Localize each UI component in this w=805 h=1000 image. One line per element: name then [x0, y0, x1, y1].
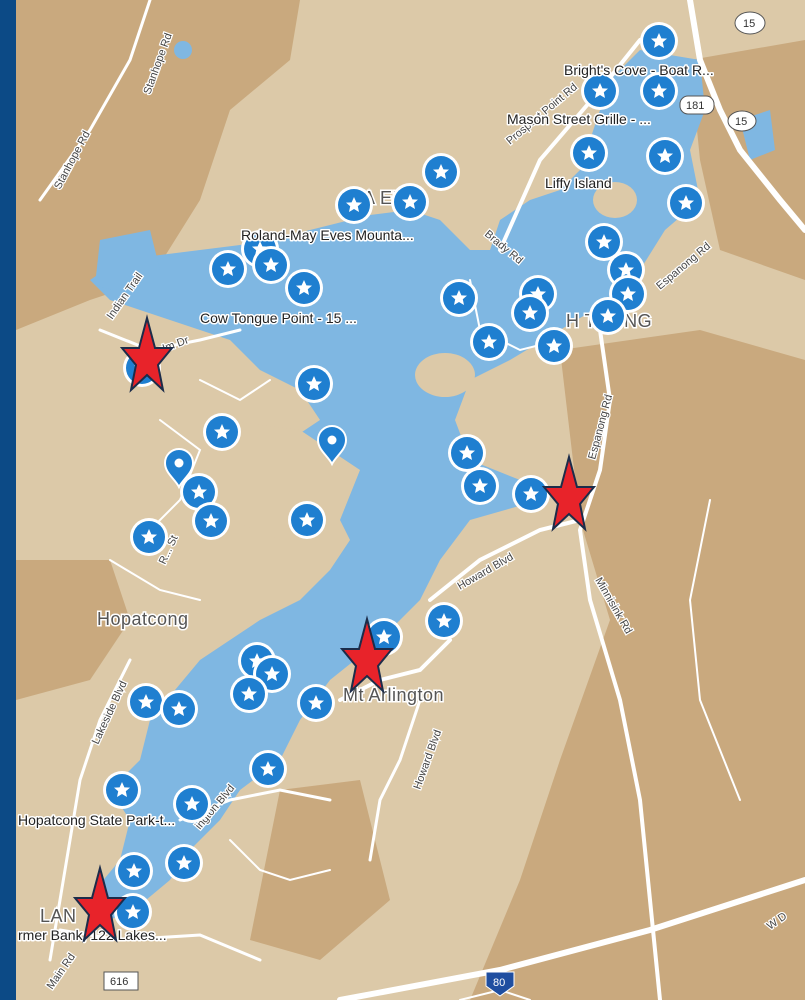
town-label-hopatcong: Hopatcong — [97, 609, 189, 629]
star-marker[interactable] — [203, 413, 241, 451]
star-marker[interactable] — [285, 269, 323, 307]
svg-text:15: 15 — [735, 116, 747, 128]
road — [139, 419, 202, 541]
route-shield-181: 181 — [679, 95, 715, 115]
star-marker[interactable] — [249, 750, 287, 788]
star-marker[interactable] — [570, 134, 608, 172]
star-marker[interactable] — [425, 602, 463, 640]
road — [688, 499, 741, 801]
forest-area — [16, 0, 300, 330]
road — [337, 877, 805, 1000]
star-marker[interactable] — [115, 852, 153, 890]
star-marker[interactable] — [165, 844, 203, 882]
interstate-shield-80: 80 — [485, 971, 515, 997]
road — [577, 328, 662, 1000]
star-marker[interactable] — [640, 22, 678, 60]
star-marker[interactable] — [470, 323, 508, 361]
small-lake — [95, 230, 160, 295]
route-shield-15: 15 — [727, 110, 757, 132]
star-marker[interactable] — [535, 327, 573, 365]
star-marker[interactable] — [173, 785, 211, 823]
island — [415, 353, 475, 397]
town-label-landing: LAN — [40, 906, 77, 926]
star-marker[interactable] — [461, 467, 499, 505]
star-marker[interactable] — [130, 518, 168, 556]
place-label: Bright's Cove - Boat R... — [564, 62, 714, 78]
town-label-mt-arlington: Mt Arlington — [343, 685, 444, 705]
star-marker[interactable] — [440, 279, 478, 317]
star-marker[interactable] — [297, 684, 335, 722]
star-marker[interactable] — [667, 184, 705, 222]
place-label: Hopatcong State Park-t... — [18, 812, 175, 828]
route-shield-616: 616 — [103, 971, 139, 991]
forest-area — [470, 330, 805, 1000]
star-marker[interactable] — [391, 183, 429, 221]
star-marker[interactable] — [335, 186, 373, 224]
road — [98, 328, 242, 352]
road — [428, 518, 582, 602]
star-marker[interactable] — [103, 771, 141, 809]
forest-area — [250, 780, 390, 960]
svg-text:80: 80 — [493, 977, 505, 989]
road — [229, 839, 331, 882]
place-label: rmer Bank, 122 Lakes... — [18, 927, 167, 943]
road — [199, 379, 271, 402]
road — [338, 638, 452, 702]
forest-area — [16, 560, 130, 700]
star-marker[interactable] — [288, 501, 326, 539]
star-marker[interactable] — [192, 502, 230, 540]
star-marker[interactable] — [252, 246, 290, 284]
star-marker[interactable] — [160, 690, 198, 728]
svg-text:181: 181 — [686, 100, 704, 112]
place-label: Mason Street Grille - ... — [507, 111, 651, 127]
star-marker[interactable] — [589, 297, 627, 335]
route-shield-15: 15 — [734, 11, 766, 35]
star-marker[interactable] — [422, 153, 460, 191]
svg-text:616: 616 — [110, 976, 128, 988]
svg-text:15: 15 — [743, 18, 755, 30]
map-view[interactable]: Hopatcong Mt Arlington LAN H TCONG E A E… — [16, 0, 805, 1000]
star-marker[interactable] — [512, 475, 550, 513]
star-marker[interactable] — [295, 365, 333, 403]
place-label: Liffy Island — [545, 175, 612, 191]
road — [368, 698, 422, 862]
place-label: Roland-May Eves Mounta... — [241, 227, 414, 243]
road — [48, 658, 132, 962]
star-marker[interactable] — [127, 683, 165, 721]
star-marker[interactable] — [209, 250, 247, 288]
star-marker[interactable] — [230, 675, 268, 713]
small-pond — [174, 41, 192, 59]
road — [498, 38, 642, 252]
road — [687, 0, 805, 233]
place-label: Cow Tongue Point - 15 ... — [200, 310, 357, 326]
road — [109, 559, 201, 601]
road — [38, 0, 152, 202]
star-marker[interactable] — [448, 434, 486, 472]
liffy-island-shape — [593, 182, 637, 218]
roads — [38, 0, 805, 1000]
star-marker[interactable] — [646, 137, 684, 175]
star-marker[interactable] — [511, 294, 549, 332]
